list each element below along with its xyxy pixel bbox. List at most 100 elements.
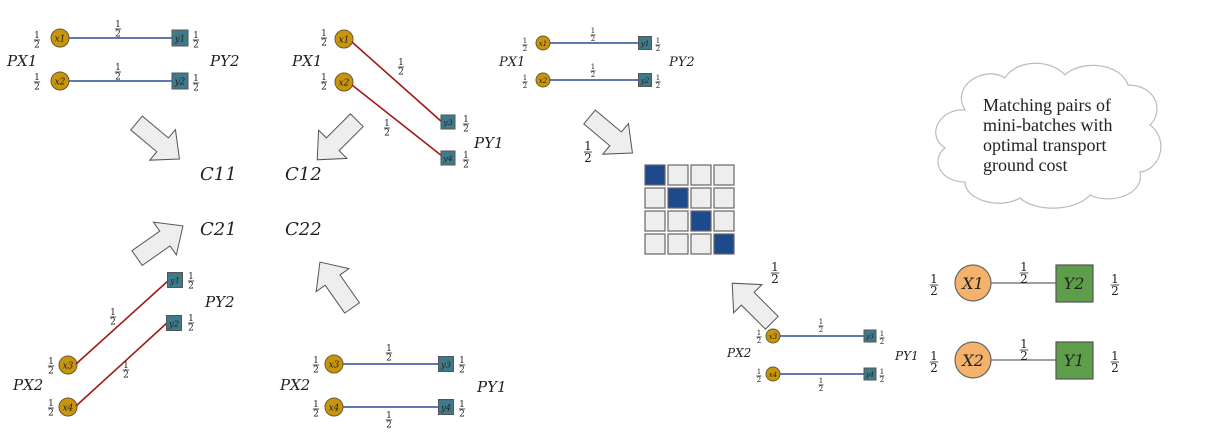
diagram-graphics: 1212x1x21212y1y212121212x1x21212y3y41212… <box>33 20 1162 431</box>
y-node-square <box>166 315 182 331</box>
y-node-square <box>863 329 877 343</box>
fraction-numerator: 1 <box>523 74 527 82</box>
fraction-numerator: 1 <box>591 63 595 71</box>
x-node: x4 <box>765 366 781 382</box>
cost-c22: C22 <box>285 219 322 240</box>
fraction-label: 12 <box>397 58 405 78</box>
matrix-cell <box>713 210 735 232</box>
fraction-denominator: 2 <box>819 326 823 334</box>
fraction-denominator: 2 <box>386 421 392 431</box>
fraction-numerator: 1 <box>584 139 592 153</box>
y-node: y2 <box>166 315 182 331</box>
fraction-label: 12 <box>655 74 661 90</box>
fraction-numerator: 1 <box>34 31 40 41</box>
fraction-denominator: 2 <box>1020 272 1028 286</box>
fraction-label: 12 <box>33 31 41 51</box>
fraction-label: 12 <box>47 357 55 377</box>
x-node-label: x2 <box>539 77 548 85</box>
fraction-label: 12 <box>312 400 320 420</box>
py-label: PY1 <box>894 349 919 363</box>
fraction-denominator: 2 <box>321 83 327 93</box>
fraction-denominator: 2 <box>386 354 392 364</box>
fraction-label: 12 <box>879 330 885 346</box>
fraction-denominator: 2 <box>591 35 595 43</box>
big-x-label: X2 <box>960 351 984 370</box>
fraction-numerator: 1 <box>757 329 761 337</box>
big-x-label: X1 <box>960 274 984 293</box>
fraction-label: 12 <box>312 356 320 376</box>
fraction-denominator: 2 <box>398 68 404 78</box>
fraction-denominator: 2 <box>48 409 54 419</box>
fraction-label: 12 <box>192 31 200 51</box>
fraction-numerator: 1 <box>193 74 199 84</box>
y-node: y2 <box>171 72 189 90</box>
fraction-label: 12 <box>383 119 391 139</box>
fraction-label: 12 <box>929 272 939 298</box>
px-label: PX1 <box>498 55 525 70</box>
py-label: PY2 <box>668 55 695 70</box>
fraction-numerator: 1 <box>313 400 319 410</box>
y-node-label: y1 <box>174 35 186 45</box>
px-label: PX1 <box>291 52 322 70</box>
fraction-numerator: 1 <box>34 73 40 83</box>
transport-edge <box>351 41 443 123</box>
fraction-denominator: 2 <box>115 30 121 40</box>
y-node: y3 <box>440 114 456 130</box>
matrix-cell <box>644 233 666 255</box>
x-node-label: x1 <box>539 40 547 48</box>
fraction-numerator: 1 <box>48 357 54 367</box>
fraction-denominator: 2 <box>193 84 199 94</box>
py-label: PY2 <box>204 293 235 311</box>
fraction-numerator: 1 <box>386 411 392 421</box>
fraction-label: 12 <box>522 74 528 90</box>
fraction-denominator: 2 <box>523 82 527 90</box>
fraction-numerator: 1 <box>591 27 595 35</box>
fraction-denominator: 2 <box>463 125 469 135</box>
big-y-label: Y2 <box>1064 274 1085 293</box>
arrow-shape <box>131 221 184 267</box>
fraction-denominator: 2 <box>188 282 194 292</box>
cloud-shape <box>935 62 1162 209</box>
fraction-denominator: 2 <box>757 337 761 345</box>
fraction-denominator: 2 <box>34 83 40 93</box>
x-node-label: x1 <box>55 35 66 45</box>
matrix-cell <box>690 164 712 186</box>
fraction-denominator: 2 <box>584 151 592 165</box>
fraction-label: 12 <box>320 73 328 93</box>
matrix-cell <box>644 164 666 186</box>
x-node: x4 <box>324 397 344 417</box>
y-node-square <box>438 399 454 415</box>
big-x-node <box>954 341 992 379</box>
matrix-cell <box>690 210 712 232</box>
x-node: x3 <box>324 354 344 374</box>
x-node-label: x3 <box>329 361 340 371</box>
y-node-label: y4 <box>865 371 874 379</box>
fraction-label: 12 <box>929 349 939 375</box>
y-node: y4 <box>440 150 456 166</box>
y-node-label: y3 <box>442 118 452 127</box>
matrix-cell <box>713 233 735 255</box>
fraction-numerator: 1 <box>880 368 884 376</box>
fraction-denominator: 2 <box>930 361 938 375</box>
fraction-label: 12 <box>655 37 661 53</box>
fraction-denominator: 2 <box>48 367 54 377</box>
x-node-label: x2 <box>339 79 350 89</box>
fraction-label: 12 <box>462 151 470 171</box>
fraction-denominator: 2 <box>1020 349 1028 363</box>
y-node: y2 <box>638 73 652 87</box>
fraction-numerator: 1 <box>110 308 116 318</box>
fraction-label: 12 <box>1019 337 1029 363</box>
y-node: y1 <box>167 272 183 288</box>
y-node: y4 <box>438 399 454 415</box>
fraction-label: 12 <box>458 356 466 376</box>
fraction-numerator: 1 <box>459 356 465 366</box>
x-node-label: x2 <box>55 78 66 88</box>
fraction-label: 12 <box>47 399 55 419</box>
fraction-denominator: 2 <box>930 284 938 298</box>
y-node-square <box>167 272 183 288</box>
y-node-square <box>171 72 189 90</box>
big-y-node <box>1055 341 1094 380</box>
transport-edge <box>351 84 443 157</box>
fraction-numerator: 1 <box>188 272 194 282</box>
fraction-denominator: 2 <box>819 385 823 393</box>
